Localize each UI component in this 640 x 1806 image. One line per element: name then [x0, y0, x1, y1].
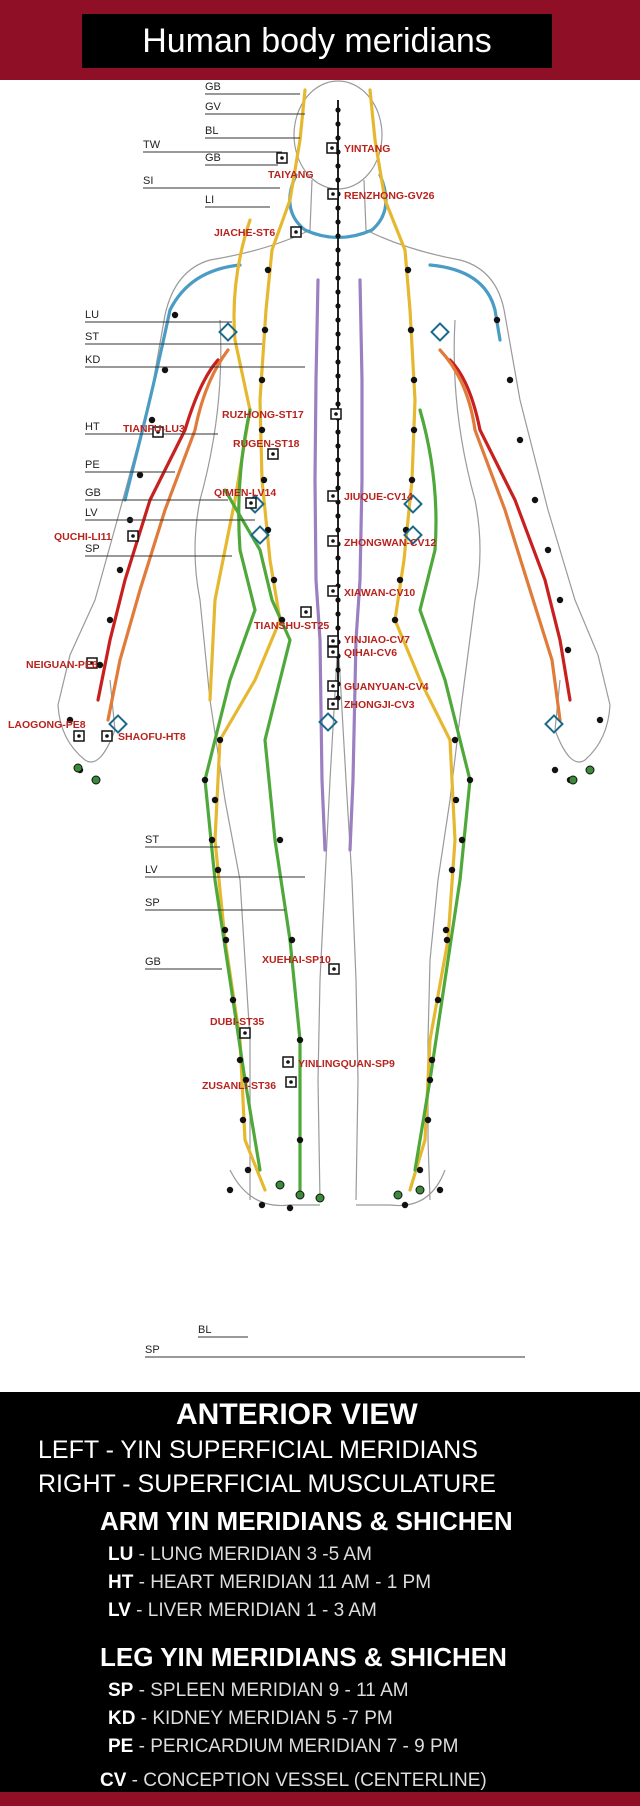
- meridian-label: BL: [205, 125, 218, 137]
- meridian-label: LI: [205, 194, 214, 206]
- arm-item: HT - HEART MERIDIAN 11 AM - 1 PM: [108, 1572, 432, 1593]
- lu-meridian-left: [123, 263, 242, 502]
- lu-meridian-right: [428, 263, 502, 342]
- acupoint-label: ZHONGWAN-CV12: [344, 537, 436, 549]
- meridian-label: KD: [85, 354, 100, 366]
- acupoint-label: YINLINGQUAN-SP9: [298, 1058, 395, 1070]
- acupoint-label: LAOGONG-PE8: [8, 719, 86, 731]
- pe-meridian-right: [438, 348, 562, 722]
- acupoint-labels: YINTANG TAIYANG RENZHONG-GV26JIACHE-ST6RUZ…: [8, 142, 436, 1092]
- acupoint-label: DUBI-ST35: [210, 1016, 264, 1028]
- header: Human body meridians: [0, 0, 640, 80]
- meridian-diagram: GB GV BL TW GB SI LI LU ST KD HT PE GB LV SP ST LV SP GB BL…: [8, 80, 611, 1358]
- sp-meridian: [223, 488, 302, 1192]
- left-meridian-labels: GB GV BL TW GB SI LI LU ST KD HT PE GB LV SP ST LV SP GB BL…: [85, 81, 525, 1358]
- legend-panel: ANTERIOR VIEW LEFT - YIN SUPERFICIAL MER…: [0, 1392, 640, 1792]
- acupoint-label: RUZHONG-ST17: [222, 409, 304, 421]
- meridian-label: LU: [85, 309, 99, 321]
- meridian-label: HT: [85, 421, 100, 433]
- meridian-label: BL: [198, 1324, 211, 1336]
- acupoint-label: TAIYANG: [268, 169, 314, 181]
- acupoint-label: YINTANG: [344, 143, 390, 155]
- meridian-label: SI: [143, 175, 153, 187]
- acupoint-label: TIANFU-LU3: [123, 423, 185, 435]
- page-title: Human body meridians: [82, 14, 552, 68]
- meridian-label: LV: [145, 864, 158, 876]
- meridian-label: GB: [85, 487, 101, 499]
- acupoint-label: YINJIAO-CV7: [344, 634, 410, 646]
- acupoint-label: JIACHE-ST6: [214, 227, 275, 239]
- arm-item: LU - LUNG MERIDIAN 3 -5 AM: [108, 1544, 372, 1565]
- leg-item: KD - KIDNEY MERIDIAN 5 -7 PM: [108, 1708, 393, 1729]
- meridian-label: LV: [85, 507, 98, 519]
- acupoint-label: QIHAI-CV6: [344, 647, 397, 659]
- acupoint-label: ZUSANLI-ST36: [202, 1080, 276, 1092]
- meridian-label: GB: [145, 956, 161, 968]
- meridian-label: GB: [205, 81, 221, 93]
- legend-view: ANTERIOR VIEW: [176, 1398, 418, 1431]
- meridian-label: TW: [143, 139, 161, 151]
- footer-strip: [0, 1792, 640, 1806]
- meridian-label: GV: [205, 101, 222, 113]
- cv-centerline: [335, 100, 341, 701]
- acupoint-label: JIUQUE-CV14: [344, 491, 413, 503]
- acupoint-label: ZHONGJI-CV3: [344, 699, 415, 711]
- meridian-label: SP: [145, 897, 160, 909]
- leg-heading: LEG YIN MERIDIANS & SHICHEN: [100, 1642, 507, 1672]
- acupoint-label: XUEHAI-SP10: [262, 954, 331, 966]
- meridian-label: ST: [145, 834, 159, 846]
- acupoint-dots: [66, 266, 604, 1212]
- meridian-label: SP: [85, 543, 100, 555]
- arm-item: LV - LIVER MERIDIAN 1 - 3 AM: [108, 1600, 377, 1621]
- leg-item: PE - PERICARDIUM MERIDIAN 7 - 9 PM: [108, 1736, 459, 1757]
- lv-meridian-left: [203, 408, 262, 1172]
- acupoint-label: RENZHONG-GV26: [344, 190, 435, 202]
- meridian-label: SP: [145, 1344, 160, 1356]
- acupoint-label: GUANYUAN-CV4: [344, 681, 429, 693]
- diagram-area: GB GV BL TW GB SI LI LU ST KD HT PE GB LV SP ST LV SP GB BL…: [0, 80, 640, 1392]
- acupoint-label: QUCHI-LI11: [54, 531, 112, 543]
- legend-right-line: RIGHT - SUPERFICIAL MUSCULATURE: [38, 1470, 496, 1498]
- meridian-label: PE: [85, 459, 100, 471]
- meridian-label: ST: [85, 331, 99, 343]
- lv-meridian-right: [413, 408, 472, 1172]
- acupoint-label: SHAOFU-HT8: [118, 731, 186, 743]
- kd-meridian-right: [348, 278, 364, 852]
- legend-left-line: LEFT - YIN SUPERFICIAL MERIDIANS: [38, 1436, 478, 1464]
- st-meridian-right: [368, 88, 457, 1192]
- arm-heading: ARM YIN MERIDIANS & SHICHEN: [100, 1506, 513, 1536]
- acupoint-label: TIANSHU-ST25: [254, 620, 329, 632]
- acupoint-label: NEIGUAN-PE6: [26, 659, 98, 671]
- leg-item: SP - SPLEEN MERIDIAN 9 - 11 AM: [108, 1680, 409, 1701]
- acupoint-label: XIAWAN-CV10: [344, 587, 415, 599]
- acupoint-label: RUGEN-ST18: [233, 438, 300, 450]
- kd-meridian-left: [313, 278, 327, 852]
- gb-meridian: [208, 218, 252, 702]
- ht-meridian-right: [448, 358, 572, 702]
- meridian-label: GB: [205, 152, 221, 164]
- acupoint-label: QIMEN-LV14: [214, 487, 276, 499]
- pe-meridian-left: [106, 348, 230, 722]
- cv-item: CV - CONCEPTION VESSEL (CENTERLINE): [100, 1770, 487, 1791]
